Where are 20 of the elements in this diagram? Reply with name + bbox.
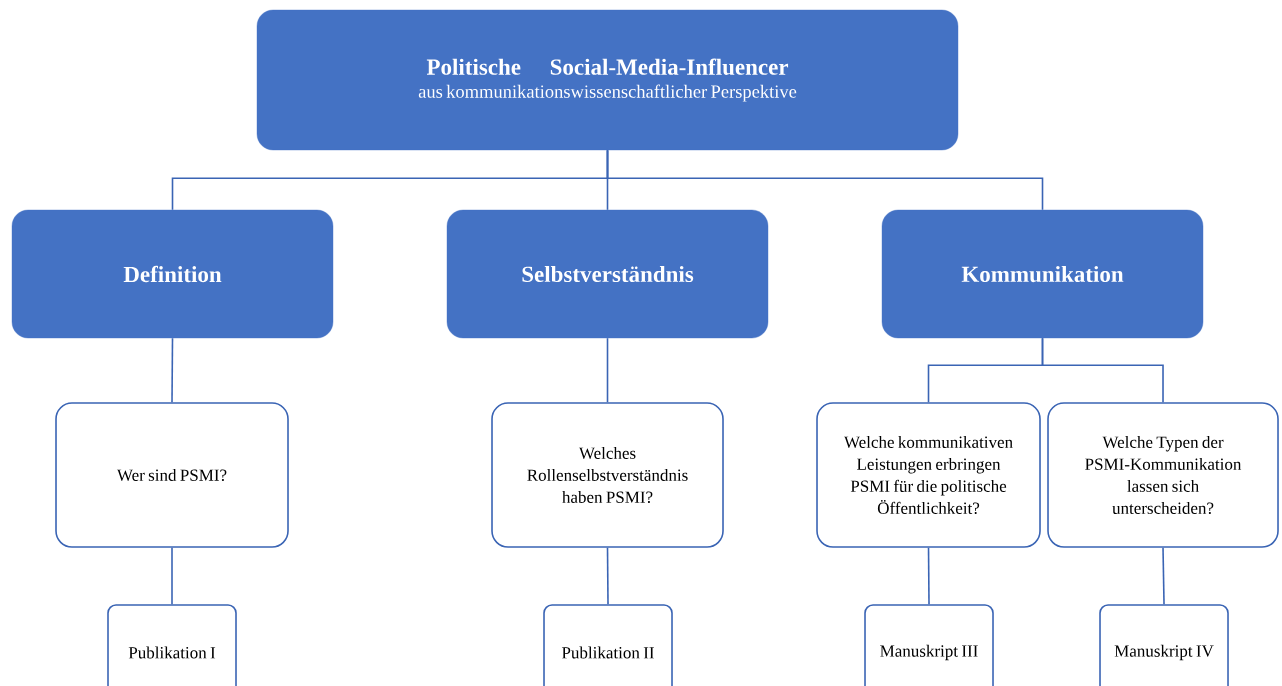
publication-box: Manuskript IV xyxy=(1099,604,1229,686)
connector xyxy=(606,337,609,403)
category-box: Kommunikation xyxy=(881,209,1204,339)
question-box: Welches Rollenselbstverständnis haben PSMI? xyxy=(491,402,724,548)
question-box: Welche kommunikativen Leistungen erbringen PSMI für die politische Öffentlichkeit? xyxy=(816,402,1041,548)
connector xyxy=(171,337,174,403)
connector xyxy=(927,547,930,605)
title-box: Politische Social-Media-Influencer aus kommunikationswissenschaftlicher Perspektive xyxy=(256,9,959,151)
publication-box: Publikation II xyxy=(543,604,673,686)
publication-box: Publikation I xyxy=(107,604,237,686)
connector xyxy=(1041,337,1164,403)
category-box: Selbstverständnis xyxy=(446,209,769,339)
connector xyxy=(171,547,173,605)
publication-box: Manuskript III xyxy=(864,604,994,686)
category-box: Definition xyxy=(11,209,334,339)
connector xyxy=(606,547,609,605)
question-box: Wer sind PSMI? xyxy=(55,402,289,548)
question-box: Welche Typen der PSMI-Kommunikation lassen sich unterscheiden? xyxy=(1047,402,1279,548)
connector xyxy=(1162,547,1165,605)
connector xyxy=(606,149,1044,211)
